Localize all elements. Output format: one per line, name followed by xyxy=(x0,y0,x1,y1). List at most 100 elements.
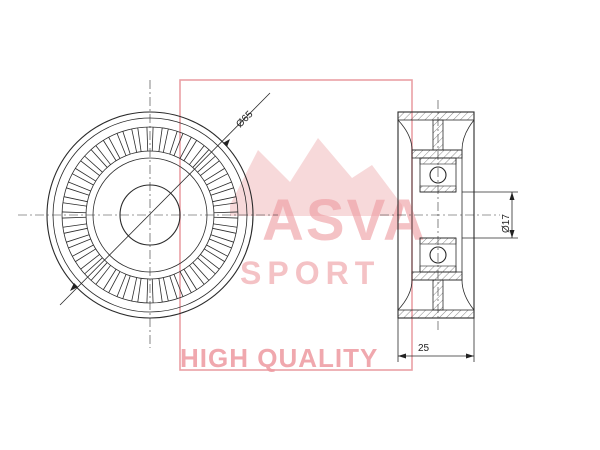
spoke-rib-edge xyxy=(179,271,192,293)
bore-dim-arrow-bottom xyxy=(509,230,515,238)
outer-diameter-arrow-lower xyxy=(70,283,78,291)
spoke-rib-edge xyxy=(95,145,111,165)
width-dim-arrow-right xyxy=(466,353,474,359)
spoke-rib-edge xyxy=(210,187,234,196)
spoke-rib-edge xyxy=(72,173,94,186)
watermark-sport-text: SPORT xyxy=(240,255,380,291)
bearing-lower-ball xyxy=(429,246,447,264)
spoke-rib-edge xyxy=(108,137,121,159)
spoke-rib-edge xyxy=(162,277,169,302)
spoke-rib-edge xyxy=(200,254,220,270)
spoke-rib-edge xyxy=(63,196,88,203)
spoke-rib-edge xyxy=(68,181,91,192)
watermark-logo: ASVA SPORT HIGH QUALITY xyxy=(179,79,427,373)
spoke-rib-edge xyxy=(122,131,131,155)
spoke-rib-edge xyxy=(212,227,237,234)
spoke-rib-edge xyxy=(66,187,90,196)
width-dim-arrow-left xyxy=(398,353,406,359)
spoke-rib-edge xyxy=(204,168,225,182)
web-hatch-bottom xyxy=(432,279,444,311)
spoke-rib-edge xyxy=(212,196,237,203)
spoke-rib-edge xyxy=(137,127,142,152)
face-curve-lower-left xyxy=(397,279,413,311)
width-label: 25 xyxy=(418,343,430,354)
spoke-rib-edge xyxy=(213,211,238,214)
spoke-rib-edge xyxy=(210,234,234,243)
spoke-rib-edge xyxy=(189,145,205,165)
spoke-rib-edge xyxy=(62,223,87,228)
spoke-rib-edge xyxy=(209,181,232,192)
spoke-rib-edge xyxy=(103,269,117,290)
spoke-rib-edge xyxy=(206,244,228,257)
spoke-rib-edge xyxy=(179,137,192,159)
outer-diameter-label: Ø65 xyxy=(234,109,255,130)
watermark-tagline: HIGH QUALITY xyxy=(180,343,378,373)
bearing-lower-inner-race xyxy=(419,237,457,245)
spoke-rib-edge xyxy=(146,127,149,152)
spoke-rib-edge xyxy=(90,149,108,168)
watermark-mountain-shape xyxy=(230,138,402,216)
outer-rim-circle xyxy=(46,111,254,319)
spoke-rib-edge xyxy=(131,277,138,302)
spoke-rib-edge xyxy=(131,128,138,153)
spoke-rib-edge xyxy=(122,275,131,299)
spoke-rib-edge xyxy=(204,248,225,262)
spoke-rib-edge xyxy=(80,160,100,176)
front-view: Ø65 xyxy=(18,80,278,348)
rim-hatch-bottom xyxy=(397,309,475,319)
bore-diameter-label: Ø17 xyxy=(501,214,512,233)
web-hatch-top xyxy=(432,119,444,151)
rim-inner-circle xyxy=(52,117,248,313)
hub-hatch-bottom xyxy=(411,271,463,281)
outer-diameter-leader xyxy=(59,92,271,306)
spoke-inner-circle xyxy=(85,150,215,280)
spoke-rib-edge xyxy=(169,131,178,155)
spoke-rib-edge xyxy=(192,262,210,281)
spoke-rib-edge xyxy=(213,216,238,219)
spoke-rib-edge xyxy=(151,127,154,152)
spoke-rib-edge xyxy=(116,133,127,156)
spoke-rib-edge xyxy=(80,254,100,270)
spoke-rib-edge xyxy=(200,160,220,176)
spoke-rib-edge xyxy=(151,278,154,303)
bore-dim-arrow-top xyxy=(509,192,515,200)
side-section-view: Ø17 25 xyxy=(380,100,518,362)
hub-hatch-top xyxy=(411,149,463,159)
hub-outer-circle xyxy=(92,157,208,273)
spoke-rib-edge xyxy=(162,128,169,153)
spoke-rib-edge xyxy=(95,265,111,285)
spoke-outer-circle xyxy=(61,126,239,304)
spoke-rib-edge xyxy=(189,265,205,285)
spoke-rib-edge xyxy=(90,262,108,281)
bearing-upper-outer-race xyxy=(419,157,457,165)
spoke-rib-edge xyxy=(197,257,216,275)
spoke-rib-edge xyxy=(206,173,228,186)
spoke-rib-edge xyxy=(62,216,87,219)
spoke-rib-edge xyxy=(158,127,163,152)
bearing-lower-outer-race xyxy=(419,265,457,273)
spoke-rib-edge xyxy=(183,140,197,161)
spoke-rib-edge xyxy=(75,168,96,182)
bearing-upper-ball xyxy=(429,166,447,184)
spoke-rib-edge xyxy=(213,223,238,228)
spoke-rib-edge xyxy=(84,257,103,275)
face-curve-lower-right xyxy=(461,279,475,311)
spoke-rib-edge xyxy=(62,211,87,214)
spoke-rib-edge xyxy=(173,133,184,156)
spoke-rib-edge xyxy=(108,271,121,293)
spoke-ribs xyxy=(62,127,238,303)
spoke-rib-edge xyxy=(192,149,210,168)
spoke-rib-edge xyxy=(213,202,238,207)
face-curve-upper-right xyxy=(461,119,475,151)
bearing-upper-inner-race xyxy=(419,185,457,193)
spoke-rib-edge xyxy=(84,155,103,173)
spoke-rib-edge xyxy=(137,278,142,303)
spoke-rib-edge xyxy=(146,278,149,303)
outer-diameter-arrow-upper xyxy=(223,139,230,147)
watermark-brand-text: ASVA xyxy=(262,188,427,253)
spoke-rib-edge xyxy=(63,227,88,234)
spoke-rib-edge xyxy=(169,275,178,299)
spoke-rib-edge xyxy=(75,248,96,262)
spoke-rib-edge xyxy=(183,269,197,290)
